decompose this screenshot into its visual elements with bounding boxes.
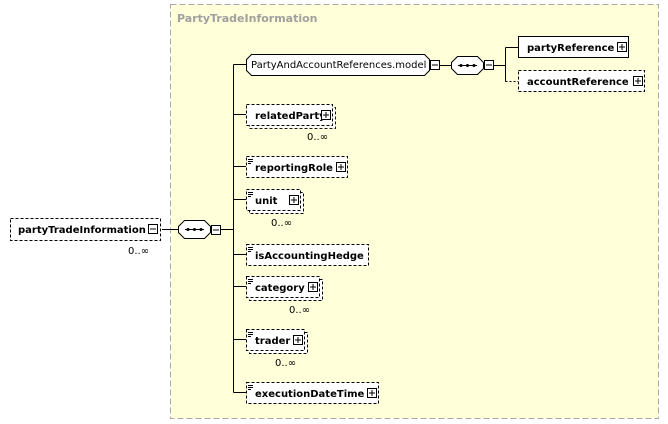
expand-icon[interactable] <box>308 282 318 292</box>
sequence-icon <box>458 64 477 67</box>
collapse-icon[interactable] <box>148 224 158 234</box>
element-trader[interactable]: trader 0..∞ <box>246 329 308 370</box>
group-reference-label: PartyAndAccountReferences.model <box>251 60 426 71</box>
element-occurs: 0..∞ <box>289 305 310 316</box>
element-label: category <box>255 283 305 294</box>
collapse-icon[interactable] <box>484 60 494 70</box>
element-executionDateTime[interactable]: executionDateTime <box>246 382 379 404</box>
element-label: unit <box>255 196 278 207</box>
sequence-compositor[interactable] <box>178 220 221 239</box>
simple-type-icon <box>248 385 253 390</box>
element-occurs: 0..∞ <box>271 218 292 229</box>
element-occurs: 0..∞ <box>275 358 296 369</box>
element-label: relatedParty <box>255 111 326 122</box>
element-label: partyReference <box>527 43 615 54</box>
element-accountReference[interactable]: accountReference <box>518 70 645 92</box>
element-label: executionDateTime <box>255 389 365 400</box>
type-box-title: PartyTradeInformation <box>177 12 318 25</box>
collapse-icon[interactable] <box>430 60 440 70</box>
element-relatedParty[interactable]: relatedParty 0..∞ <box>246 104 336 144</box>
collapse-icon[interactable] <box>211 225 221 235</box>
nested-sequence-compositor[interactable] <box>451 56 494 75</box>
sequence-icon <box>185 228 204 231</box>
element-label: accountReference <box>527 77 629 88</box>
element-unit[interactable]: unit 0..∞ <box>246 189 304 230</box>
expand-icon[interactable] <box>293 335 303 345</box>
expand-icon[interactable] <box>336 162 346 172</box>
group-reference[interactable]: PartyAndAccountReferences.model <box>246 54 440 76</box>
expand-icon[interactable] <box>633 76 643 86</box>
expand-icon[interactable] <box>321 110 331 120</box>
root-element[interactable]: partyTradeInformation 0..∞ <box>10 218 164 258</box>
simple-type-icon <box>248 159 253 164</box>
element-category[interactable]: category 0..∞ <box>246 276 323 317</box>
simple-type-icon <box>248 332 253 337</box>
element-reportingRole[interactable]: reportingRole <box>246 156 348 178</box>
element-label: reportingRole <box>255 163 333 174</box>
expand-icon[interactable] <box>367 388 377 398</box>
element-occurs: 0..∞ <box>307 132 328 143</box>
element-label: isAccountingHedge <box>255 251 364 262</box>
root-occurs: 0..∞ <box>128 246 149 257</box>
element-isAccountingHedge[interactable]: isAccountingHedge <box>246 244 372 269</box>
expand-icon[interactable] <box>617 42 627 52</box>
root-element-label: partyTradeInformation <box>18 225 146 236</box>
element-partyReference[interactable]: partyReference <box>518 36 629 58</box>
element-label: trader <box>255 336 290 347</box>
simple-type-icon <box>248 247 253 252</box>
simple-type-icon <box>248 279 253 284</box>
expand-icon[interactable] <box>289 195 299 205</box>
simple-type-icon <box>248 192 253 197</box>
